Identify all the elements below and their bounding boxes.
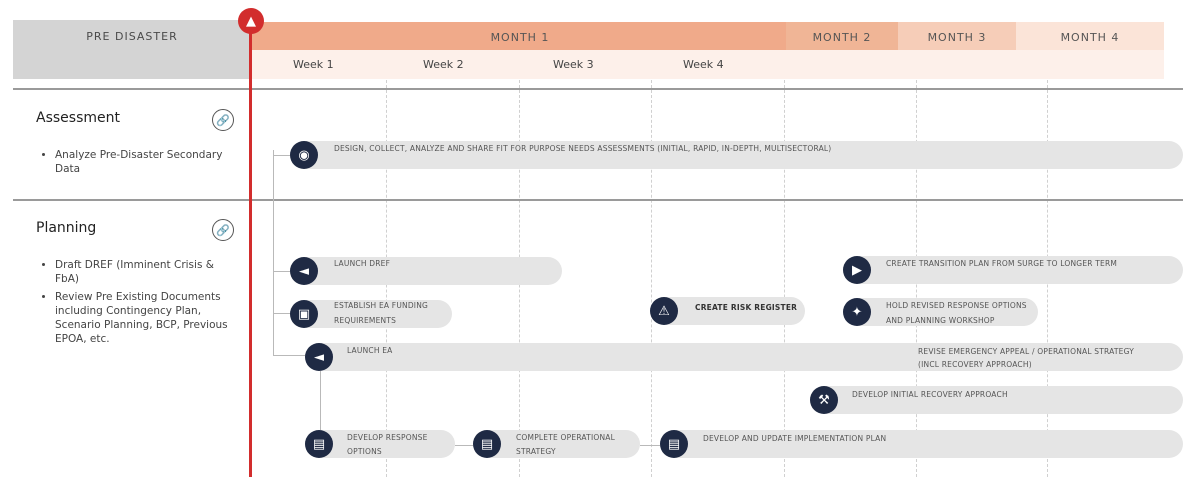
- connector: [455, 445, 475, 446]
- warning-icon: ⚠: [650, 297, 678, 325]
- revised-options-label-1: HOLD REVISED RESPONSE OPTIONS: [886, 301, 1027, 310]
- assessment-title: Assessment: [36, 110, 120, 126]
- launch-ea-label: LAUNCH EA: [347, 346, 393, 355]
- workshop-icon: ✦: [843, 298, 871, 326]
- month3-label: MONTH 3: [927, 31, 987, 44]
- launch-dref-label: LAUNCH DREF: [334, 259, 391, 268]
- document-icon: ▤: [473, 430, 501, 458]
- revise-appeal-label-2: (INCL RECOVERY APPROACH): [918, 360, 1032, 369]
- pre-disaster-header: [13, 20, 251, 79]
- planning-title: Planning: [36, 220, 97, 236]
- week1-label: Week 1: [293, 58, 334, 71]
- connector: [273, 150, 274, 355]
- document-icon: ▤: [660, 430, 688, 458]
- month3-band: [898, 22, 1016, 50]
- needs-assessment-bar[interactable]: [290, 141, 1183, 169]
- recovery-approach-bar[interactable]: [810, 386, 1183, 414]
- month1-label: MONTH 1: [490, 31, 550, 44]
- launch-ea-bar[interactable]: [305, 343, 1183, 371]
- play-icon: ▶: [843, 256, 871, 284]
- list-item: Analyze Pre-Disaster Secondary Data: [55, 148, 235, 176]
- megaphone-icon: ◄: [290, 257, 318, 285]
- month1-band: [251, 22, 786, 50]
- link-icon[interactable]: 🔗: [212, 219, 234, 241]
- binoculars-icon: ◉: [290, 141, 318, 169]
- op-strategy-label-2: STRATEGY: [516, 447, 556, 456]
- money-icon: ▣: [290, 300, 318, 328]
- hammer-icon: ⚒: [810, 386, 838, 414]
- ea-funding-label-2: REQUIREMENTS: [334, 316, 397, 325]
- transition-plan-bar[interactable]: [843, 256, 1183, 284]
- list-item: Draft DREF (Imminent Crisis & FbA): [55, 258, 235, 286]
- week3-label: Week 3: [553, 58, 594, 71]
- assessment-bullets: Analyze Pre-Disaster Secondary Data: [55, 148, 235, 180]
- connector: [640, 445, 660, 446]
- month2-band: [786, 22, 898, 50]
- month2-label: MONTH 2: [812, 31, 872, 44]
- grid-line: [784, 80, 785, 477]
- response-options-label-1: DEVELOP RESPONSE: [347, 433, 428, 442]
- connector: [273, 355, 308, 356]
- revised-options-bar[interactable]: [843, 298, 1038, 326]
- document-icon: ▤: [305, 430, 333, 458]
- connector: [273, 155, 293, 156]
- risk-register-label: CREATE RISK REGISTER: [695, 303, 798, 312]
- row-divider: [13, 199, 1183, 201]
- disaster-start-line: [249, 18, 252, 477]
- connector: [320, 370, 321, 430]
- link-icon[interactable]: 🔗: [212, 109, 234, 131]
- implementation-plan-bar[interactable]: [660, 430, 1183, 458]
- response-options-label-2: OPTIONS: [347, 447, 382, 456]
- row-divider: [13, 88, 1183, 90]
- implementation-plan-label: DEVELOP AND UPDATE IMPLEMENTATION PLAN: [703, 434, 887, 443]
- list-item: Review Pre Existing Documents including …: [55, 290, 235, 346]
- month4-band: [1016, 22, 1164, 50]
- week4-label: Week 4: [683, 58, 724, 71]
- connector: [273, 271, 293, 272]
- needs-assessment-label: DESIGN, COLLECT, ANALYZE AND SHARE FIT F…: [334, 144, 832, 153]
- grid-line: [651, 80, 652, 477]
- weeks-band: [251, 50, 1164, 79]
- revised-options-label-2: AND PLANNING WORKSHOP: [886, 316, 995, 325]
- ea-funding-label-1: ESTABLISH EA FUNDING: [334, 301, 429, 310]
- planning-bullets: Draft DREF (Imminent Crisis & FbA) Revie…: [55, 258, 235, 350]
- recovery-approach-label: DEVELOP INITIAL RECOVERY APPROACH: [852, 390, 1008, 399]
- pre-disaster-label: PRE DISASTER: [86, 30, 178, 43]
- connector: [273, 313, 293, 314]
- week2-label: Week 2: [423, 58, 464, 71]
- launch-dref-bar[interactable]: [290, 257, 562, 285]
- month4-label: MONTH 4: [1060, 31, 1120, 44]
- megaphone-icon: ◄: [305, 343, 333, 371]
- revise-appeal-label-1: REVISE EMERGENCY APPEAL / OPERATIONAL ST…: [918, 347, 1135, 356]
- op-strategy-label-1: COMPLETE OPERATIONAL: [516, 433, 615, 442]
- flame-icon: ▲: [238, 8, 264, 34]
- transition-plan-label: CREATE TRANSITION PLAN FROM SURGE TO LON…: [886, 259, 1118, 268]
